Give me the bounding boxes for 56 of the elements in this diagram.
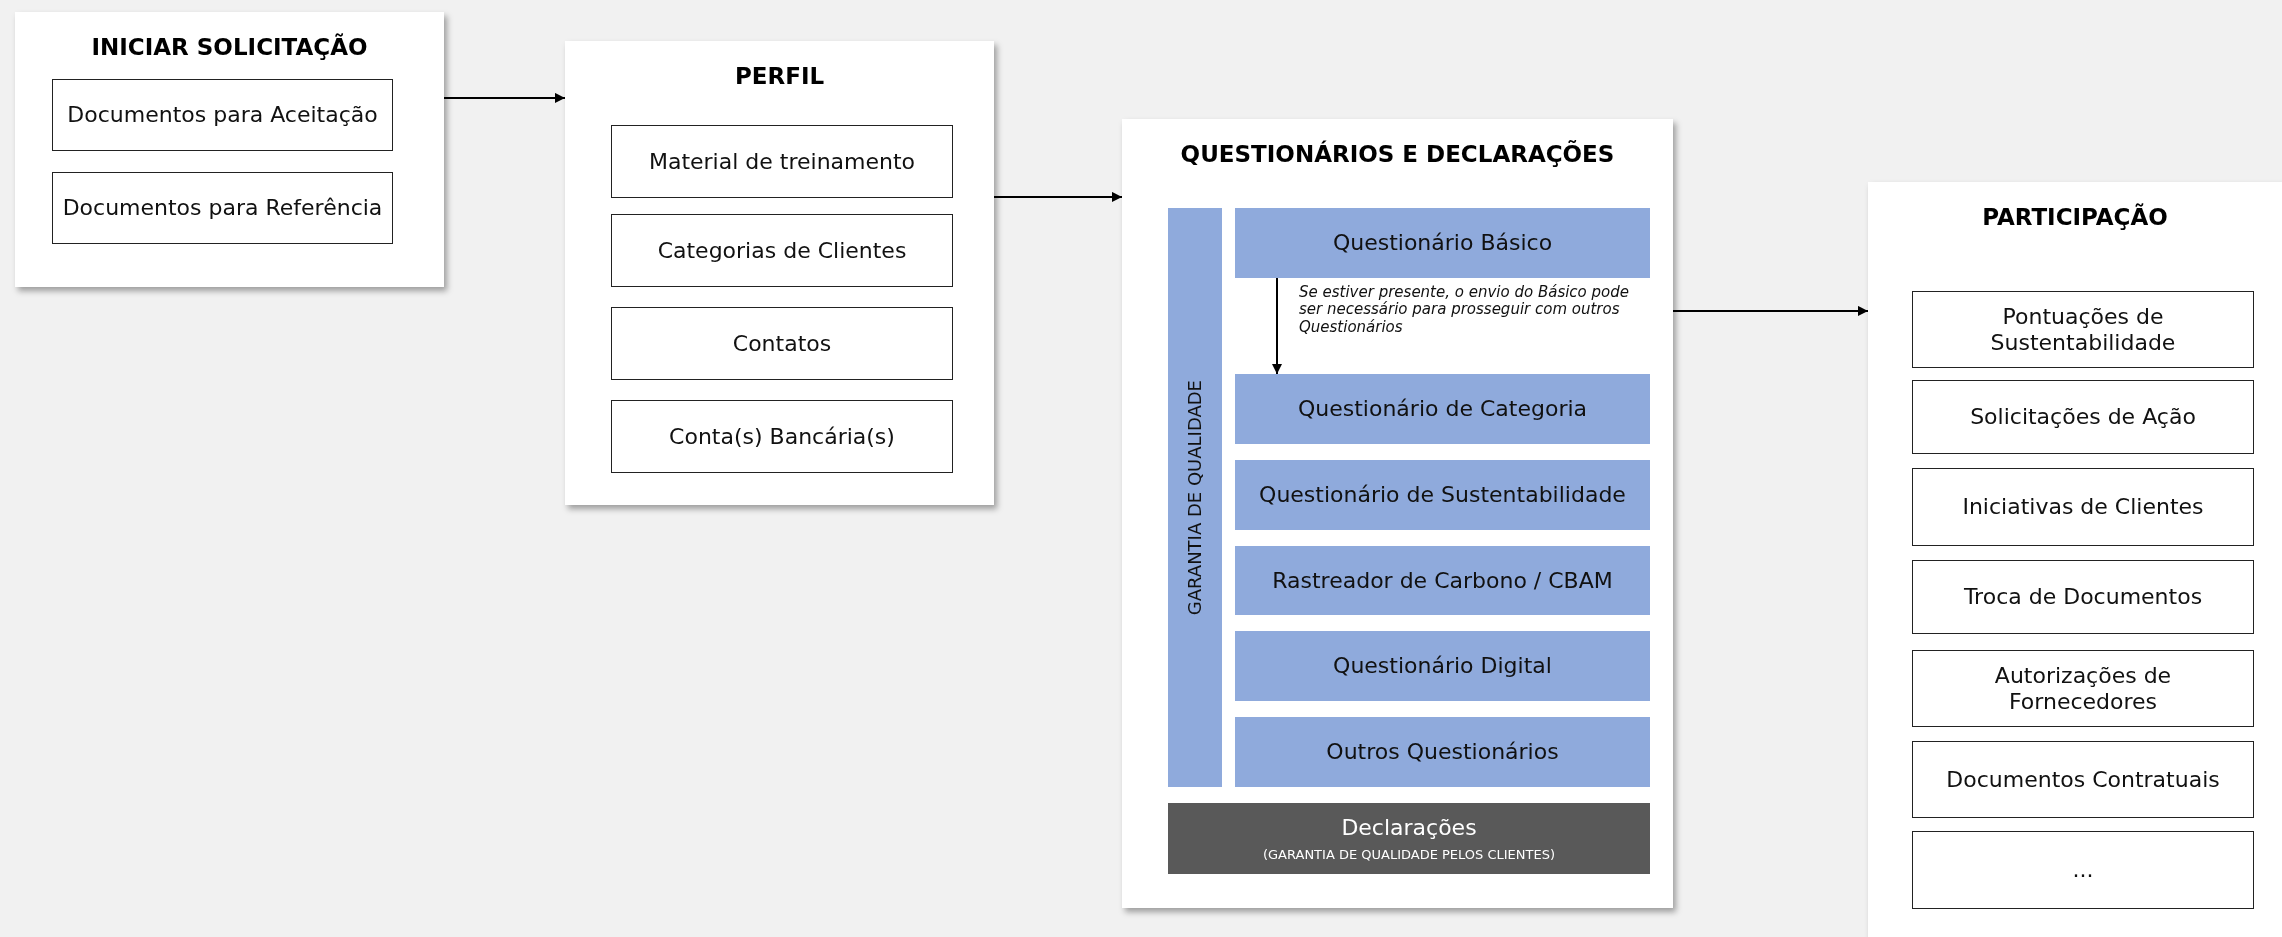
- node-text: Declarações: [1341, 814, 1477, 841]
- section-title: QUESTIONÁRIOS E DECLARAÇÕES: [1179, 141, 1616, 167]
- node-text: Rastreador de Carbono / CBAM: [1272, 567, 1613, 594]
- node-text: Contatos: [732, 330, 832, 357]
- section-panel: [1122, 119, 1673, 908]
- item-box: [611, 125, 953, 198]
- process-box: [1235, 460, 1650, 530]
- section-title: INICIAR SOLICITAÇÃO: [90, 34, 369, 60]
- item-box: [611, 214, 953, 287]
- node-text: Solicitações de Ação: [1970, 404, 2196, 430]
- section-title: PERFIL: [733, 63, 826, 89]
- item-box: [1912, 741, 2254, 818]
- item-box: [611, 400, 953, 473]
- item-box: [52, 172, 393, 244]
- node-text: Questionário de Categoria: [1297, 396, 1588, 422]
- node-text: Questionário de Sustentabilidade: [1259, 482, 1626, 508]
- node-text: ...: [2072, 857, 2094, 883]
- item-box: [1912, 650, 2254, 727]
- section-panel: [1868, 182, 2282, 937]
- section-panel: [565, 41, 994, 505]
- process-box: [1168, 803, 1650, 874]
- process-box: [1235, 717, 1650, 787]
- node-text: Conta(s) Bancária(s): [669, 423, 895, 450]
- node-text: Autorizações de Fornecedores: [1993, 662, 2173, 715]
- arrow: [1272, 277, 1282, 375]
- node-text: Iniciativas de Clientes: [1962, 494, 2204, 520]
- node-text: Questionário Básico: [1332, 230, 1553, 256]
- item-box: [1912, 468, 2254, 546]
- node-text: Documentos Contratuais: [1946, 766, 2220, 793]
- process-box: [1235, 631, 1650, 701]
- item-box: [611, 307, 953, 380]
- node-subtext: (GARANTIA DE QUALIDADE PELOS CLIENTES): [1262, 846, 1556, 863]
- node-text: Troca de Documentos: [1963, 584, 2203, 610]
- node-text: Questionário Digital: [1333, 653, 1552, 679]
- item-box: [1912, 560, 2254, 634]
- process-box: [1235, 208, 1650, 278]
- node-text: Categorias de Clientes: [657, 237, 907, 264]
- arrow: [1672, 305, 1869, 316]
- process-box: [1235, 546, 1650, 615]
- node-text: Pontuações de Sustentabilidade: [1989, 303, 2177, 356]
- arrow: [443, 92, 566, 103]
- item-box: [52, 79, 393, 151]
- process-box: [1235, 374, 1650, 444]
- node-text: Documentos para Aceitação: [67, 102, 378, 128]
- node-text: Documentos para Referência: [62, 195, 383, 221]
- arrow: [993, 191, 1123, 202]
- node-text: Outros Questionários: [1326, 739, 1559, 765]
- item-box: [1912, 380, 2254, 454]
- section-panel: [15, 12, 444, 287]
- item-box: [1912, 291, 2254, 368]
- item-box: [1912, 831, 2254, 909]
- band-text: GARANTIA DE QUALIDADE: [1184, 379, 1206, 616]
- vertical-band: [1168, 208, 1222, 787]
- section-title: PARTICIPAÇÃO: [1981, 204, 2169, 230]
- edge-label: Se estiver presente, o envio do Básico pode ser necessário para prosseguir com outros Questionários: [1299, 284, 1629, 336]
- node-text: Material de treinamento: [648, 148, 916, 175]
